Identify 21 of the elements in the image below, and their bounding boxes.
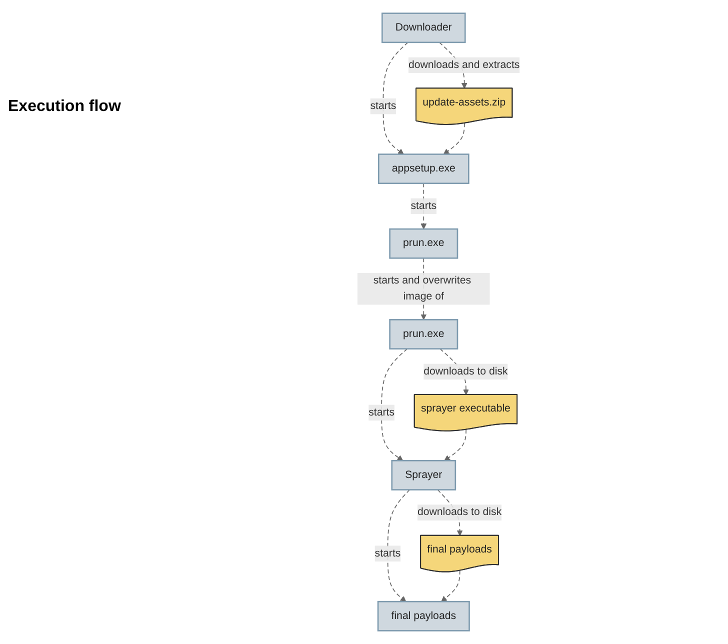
edge-label: starts [375,548,402,559]
arrow [444,429,467,461]
node-box: Downloader [382,12,466,44]
arrow [382,348,408,461]
arrow [444,122,466,154]
node-box: prun.exe [390,228,459,259]
edge-label: downloads and extracts [408,59,520,71]
node-box: Sprayer [392,460,456,490]
edge-label: starts [370,100,397,112]
edge-label: downloads to disk [418,506,502,518]
node-box: prun.exe [390,319,459,350]
arrow [383,42,409,154]
edge-label: starts [411,200,437,212]
edge-label: starts and overwrites image of [374,275,472,302]
edge-label: downloads to disk [424,366,508,377]
arrow [388,489,410,602]
arrow [442,570,461,602]
diagram-title: Execution flow [8,98,122,116]
edge-label: starts [369,406,395,418]
node-box: final payloads [378,600,470,632]
node-box: appsetup.exe [378,154,470,184]
